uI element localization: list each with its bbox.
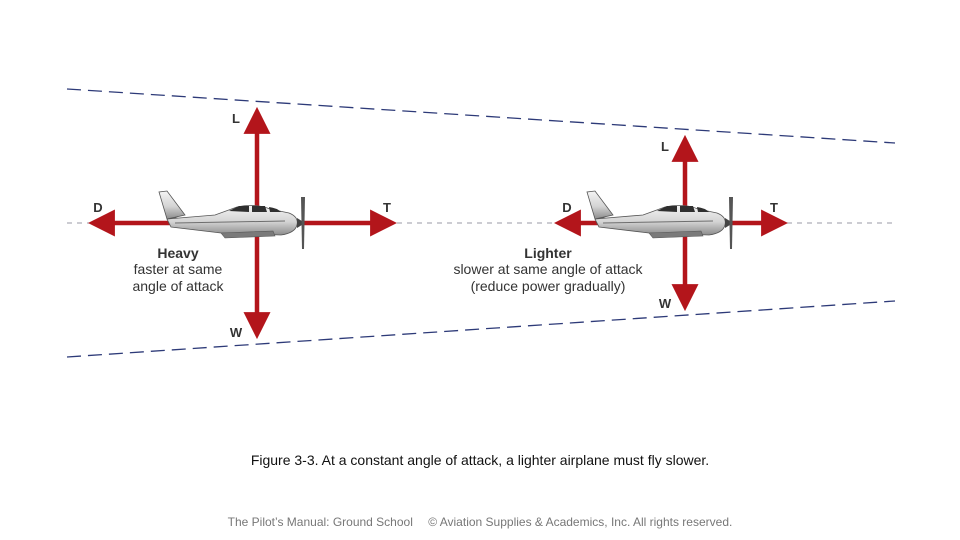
footer-copyright: © Aviation Supplies & Academics, Inc. Al… [428, 515, 733, 529]
heavy-airplane-icon [158, 190, 306, 250]
lighter-drag-label: D [562, 200, 571, 215]
lighter-airplane-icon [586, 190, 734, 250]
heavy-lift-label: L [232, 111, 240, 126]
lighter-desc-line1: slower at same angle of attack [453, 261, 643, 277]
heavy-drag-label: D [93, 200, 102, 215]
lighter-weight-label: W [659, 296, 672, 311]
heavy-weight-label: W [230, 325, 243, 340]
footer: The Pilot’s Manual: Ground School © Avia… [0, 515, 960, 529]
footer-book-title: The Pilot’s Manual: Ground School [227, 515, 413, 529]
heavy-desc-line1: faster at same [134, 261, 223, 277]
lighter-airplane-group: L D T W Lighter slower at same angle of … [453, 134, 789, 312]
heavy-title: Heavy [157, 245, 198, 261]
lower-boundary-line [66, 300, 896, 358]
heavy-desc-line2: angle of attack [132, 278, 224, 294]
figure-number: Figure 3-3. [250, 452, 319, 468]
lighter-title: Lighter [524, 245, 572, 261]
figure-caption: Figure 3-3. At a constant angle of attac… [0, 452, 960, 468]
upper-boundary-line [66, 88, 896, 144]
lighter-desc-line2: (reduce power gradually) [471, 278, 626, 294]
figure-caption-text: At a constant angle of attack, a lighter… [321, 452, 710, 468]
heavy-thrust-label: T [383, 200, 391, 215]
lighter-thrust-label: T [770, 200, 778, 215]
lighter-lift-label: L [661, 139, 669, 154]
heavy-airplane-group: L D T W Heavy faster at same angle of at… [87, 106, 398, 340]
